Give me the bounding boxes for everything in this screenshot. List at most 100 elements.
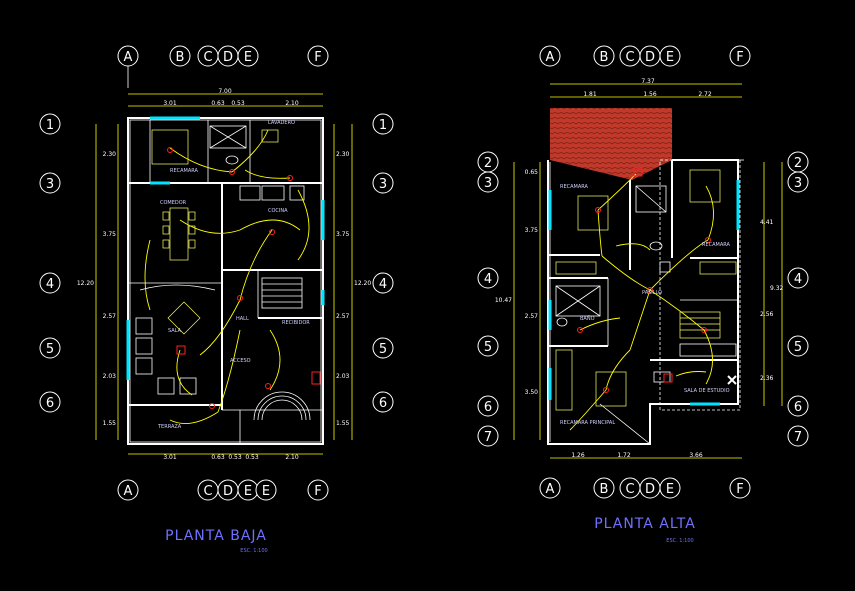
- dim-right-a: 2.30: [336, 151, 350, 158]
- grid-bubble: [307, 45, 329, 67]
- grid-bubble: [39, 337, 61, 359]
- pb-dimensions: 7.00 3.01 0.63 0.53 2.10 3.01 0.63 0.53 …: [77, 88, 372, 461]
- grid-bubble: [372, 172, 394, 194]
- grid-label-b: B: [176, 50, 185, 65]
- lamp-icon: [603, 387, 609, 393]
- grid-bubble: [659, 477, 681, 499]
- grid-row-6: 6: [794, 400, 802, 415]
- pb-grid-rows: 1 3 4 5 6 1 3 4 5 6: [39, 113, 394, 413]
- grid-label-d: D: [223, 50, 233, 65]
- grid-row-5: 5: [484, 340, 492, 355]
- grid-bubble: [729, 477, 751, 499]
- dim-left-d: 2.03: [103, 373, 117, 380]
- lamp-icon: [701, 327, 707, 333]
- dim-left-b: 3.75: [103, 231, 117, 238]
- grid-label-f: F: [314, 484, 321, 499]
- dim-top-c: 2.72: [698, 91, 712, 98]
- room-label-comedor: COMEDOR: [160, 200, 187, 206]
- desk: [679, 343, 737, 357]
- bed: [689, 169, 721, 203]
- grid-bubble: [539, 477, 561, 499]
- grid-bubble: [729, 45, 751, 67]
- grid-row-1: 1: [379, 118, 387, 133]
- dim-left-a: 0.65: [525, 169, 539, 176]
- room-label-recamara-2: RECAMARA: [702, 242, 731, 248]
- lamp-icon: [265, 383, 271, 389]
- dim-right-d: 2.03: [336, 373, 350, 380]
- lamp-icon: [269, 229, 275, 235]
- dim-right-e: 1.55: [336, 420, 350, 427]
- closet: [635, 185, 667, 213]
- outlet-icon: [176, 345, 186, 355]
- grid-bubble: [593, 45, 615, 67]
- room-label-lavadero: LAVADERO: [268, 120, 295, 126]
- pb-wiring: [144, 129, 310, 425]
- dim-bottom-a: 1.26: [571, 452, 585, 459]
- outlet-icon: [287, 175, 293, 181]
- grid-row-1: 1: [46, 118, 54, 133]
- toilet-icon: [225, 155, 239, 165]
- grid-label-f: F: [314, 50, 321, 65]
- grid-bubble: [372, 391, 394, 413]
- grid-row-7: 7: [484, 430, 492, 445]
- dim-left-a: 2.30: [103, 151, 117, 158]
- laundry-sink: [209, 125, 247, 149]
- grid-label-c: C: [625, 50, 634, 65]
- dim-right-b: 3.75: [336, 231, 350, 238]
- grid-row-4: 4: [794, 272, 802, 287]
- dim-total-top: 7.37: [641, 78, 655, 85]
- grid-bubble: [787, 267, 809, 289]
- grid-bubble: [307, 479, 329, 501]
- grid-row-2: 2: [484, 156, 492, 171]
- plan-scale-planta-alta: ESC. 1:100: [666, 538, 693, 544]
- toilet-icon: [556, 317, 568, 327]
- outlet-icon: [229, 169, 235, 175]
- grid-bubble: [255, 479, 277, 501]
- grid-bubble: [477, 425, 499, 447]
- grid-bubble: [117, 479, 139, 501]
- pa-wiring: [569, 173, 714, 431]
- pb-furniture: [135, 125, 311, 421]
- pa-roof-tiles: [550, 108, 672, 180]
- grid-label-c: C: [203, 50, 212, 65]
- bed: [577, 195, 609, 231]
- stove-icon: [239, 185, 261, 201]
- grid-label-a: A: [546, 482, 555, 497]
- stair-icon: [261, 277, 303, 309]
- dim-top-d: 2.10: [285, 100, 299, 107]
- armchair: [653, 371, 671, 383]
- room-label-sala: SALA: [168, 328, 182, 334]
- dim-total-top: 7.00: [218, 88, 232, 95]
- grid-bubble: [477, 171, 499, 193]
- room-label-recamara-1: RECAMARA: [560, 184, 589, 190]
- grid-bubble: [372, 272, 394, 294]
- toilet-icon: [649, 241, 663, 251]
- planta-baja: A B C D E F A C D E E F: [39, 45, 394, 554]
- dim-top-a: 1.81: [583, 91, 597, 98]
- dim-bottom-e: 2.10: [285, 454, 299, 461]
- grid-label-a: A: [546, 50, 555, 65]
- pb-grid-columns-bottom: A C D E E F: [117, 479, 329, 501]
- grid-row-6: 6: [379, 396, 387, 411]
- lamp-icon: [705, 237, 711, 243]
- grid-row-6: 6: [46, 396, 54, 411]
- dining-table: [169, 207, 189, 261]
- room-label-recamara: RECAMARA: [170, 168, 199, 174]
- grid-bubble: [169, 45, 191, 67]
- pb-windows: [126, 116, 325, 380]
- room-label-pasillo: PASILLO: [642, 290, 662, 296]
- grid-bubble: [117, 45, 139, 67]
- washer: [261, 129, 279, 143]
- plan-title-planta-baja: PLANTA BAJA: [165, 528, 267, 544]
- dim-right-a: 4.41: [760, 219, 774, 226]
- outlet-icon: [311, 371, 321, 385]
- grid-label-b: B: [600, 482, 609, 497]
- grid-label-a: A: [124, 484, 133, 499]
- room-label-cocina: COCINA: [268, 208, 288, 214]
- lamp-icon: [237, 295, 243, 301]
- grid-label-c: C: [203, 484, 212, 499]
- dim-top-a: 3.01: [163, 100, 177, 107]
- grid-row-3: 3: [794, 176, 802, 191]
- armchair: [157, 377, 175, 395]
- grid-bubble: [787, 335, 809, 357]
